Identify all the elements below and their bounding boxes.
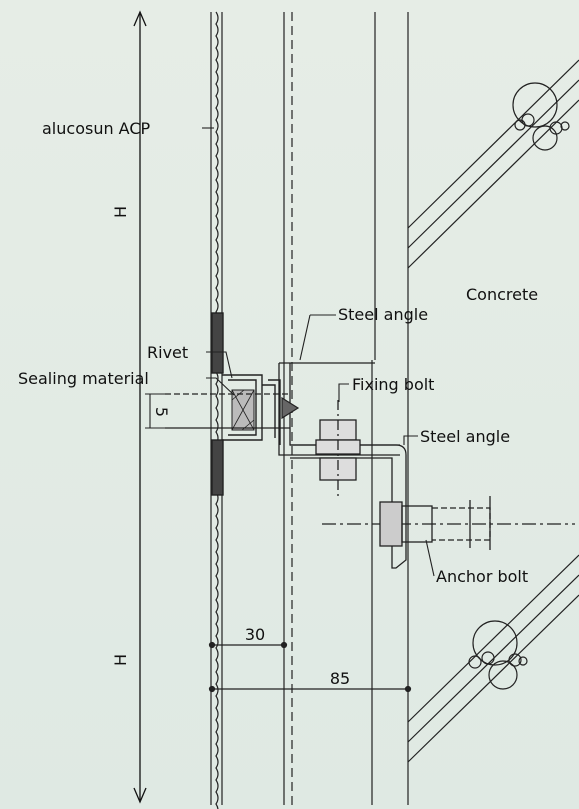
anchor-bolt bbox=[322, 496, 575, 550]
concrete-hatch bbox=[407, 59, 579, 763]
label-rivet: Rivet bbox=[147, 343, 188, 362]
dim-30: 30 bbox=[245, 625, 265, 644]
hanger-clip bbox=[211, 312, 281, 496]
label-sealing-material: Sealing material bbox=[18, 369, 149, 388]
acp-panel bbox=[210, 11, 223, 809]
label-fixing-bolt: Fixing bolt bbox=[352, 375, 434, 394]
label-anchor-bolt: Anchor bolt bbox=[436, 567, 528, 586]
dim-h-bottom: H bbox=[111, 654, 130, 666]
dim-85-line bbox=[208, 685, 412, 693]
label-acp: alucosun ACP bbox=[42, 119, 151, 138]
leader-lines bbox=[202, 127, 435, 577]
dim-gap: 5 bbox=[152, 407, 171, 417]
dim-h-top: H bbox=[111, 206, 130, 218]
dim-30-line bbox=[208, 641, 288, 649]
height-dimension-line bbox=[133, 10, 147, 804]
steel-angle-lower bbox=[290, 444, 407, 569]
rivet bbox=[165, 393, 300, 429]
label-steel-angle-top: Steel angle bbox=[338, 305, 428, 324]
fixing-bolt bbox=[315, 400, 361, 500]
sealing-material bbox=[231, 389, 255, 431]
label-concrete: Concrete bbox=[466, 285, 538, 304]
dim-85: 85 bbox=[330, 669, 350, 688]
label-steel-angle-right: Steel angle bbox=[420, 427, 510, 446]
gap-dimension bbox=[145, 393, 165, 429]
